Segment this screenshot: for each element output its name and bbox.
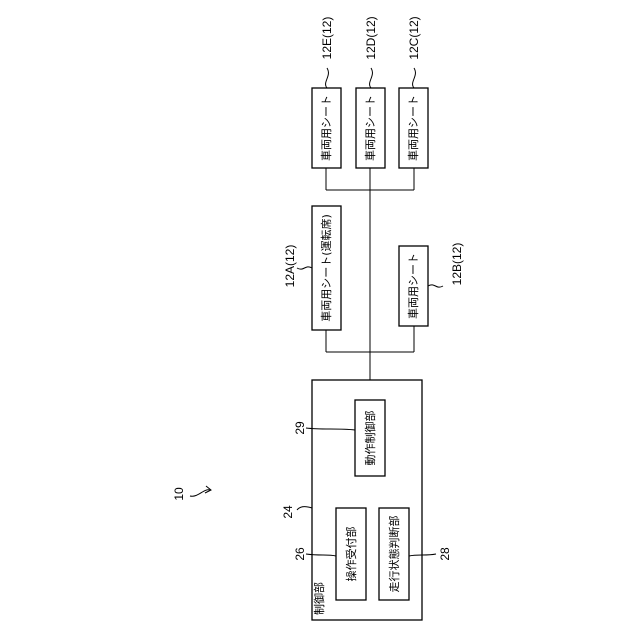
seat-12c-label: 車両用シート	[406, 95, 420, 161]
leader-12a	[297, 267, 312, 269]
ref-12a: 12A(12)	[283, 245, 297, 288]
controller-label: 制御部	[312, 582, 326, 615]
leader-12e	[326, 68, 329, 88]
ref-28: 28	[438, 547, 452, 561]
leader-12b	[428, 285, 443, 287]
seat-12c: 車両用シート	[399, 88, 428, 168]
seat-12b-label: 車両用シート	[406, 253, 420, 319]
ref-10: 10	[172, 487, 186, 501]
ref-26: 26	[293, 547, 307, 561]
seat-12d-label: 車両用シート	[363, 95, 377, 161]
ref-29: 29	[293, 421, 307, 435]
leader-10	[190, 490, 210, 497]
ref-12d: 12D(12)	[364, 16, 378, 59]
ref-12c: 12C(12)	[407, 16, 421, 59]
ref-24: 24	[281, 505, 295, 519]
ref-12b: 12B(12)	[450, 243, 464, 286]
motion-ctrl-label: 動作制御部	[363, 411, 377, 466]
leader-12d	[370, 68, 373, 88]
leader-12c	[413, 68, 416, 88]
seat-12a-label: 車両用シート(運転席)	[319, 214, 333, 322]
leader-24	[297, 507, 312, 510]
ref-12e: 12E(12)	[320, 17, 334, 60]
controller: 制御部 動作制御部 操作受付部 走行状態判断部	[312, 380, 422, 620]
op-accept-label: 操作受付部	[344, 527, 358, 582]
seat-12b: 車両用シート	[399, 246, 428, 326]
drive-judge-label: 走行状態判断部	[387, 516, 401, 593]
seat-12e-label: 車両用シート	[319, 95, 333, 161]
seat-12a: 車両用シート(運転席)	[312, 206, 341, 330]
seat-12d: 車両用シート	[356, 88, 385, 168]
seat-12e: 車両用シート	[312, 88, 341, 168]
